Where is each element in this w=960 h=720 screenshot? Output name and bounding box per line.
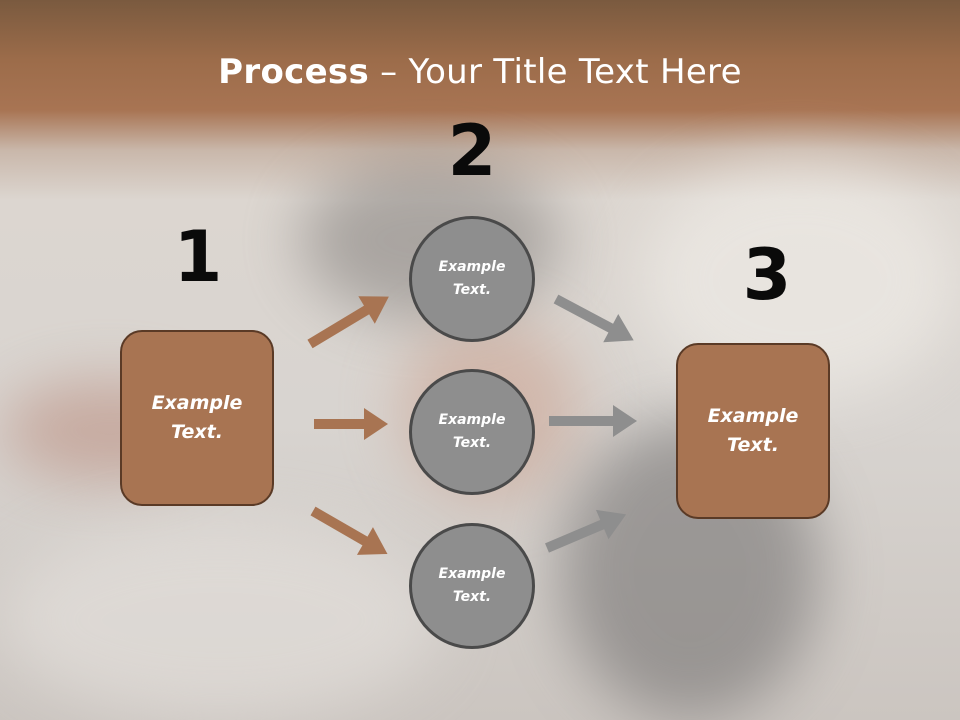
process-circle-bottom[interactable]: Example Text. [409, 523, 535, 649]
process-circle-top[interactable]: Example Text. [409, 216, 535, 342]
arrow-right-icon [549, 405, 637, 437]
arrow-right-icon [314, 408, 388, 440]
title-bold: Process [218, 52, 370, 92]
arrow-right-icon [553, 294, 634, 343]
arrow-right-icon [310, 506, 388, 555]
process-circle-bottom-text: Example Text. [438, 566, 506, 605]
step-number-2: 2 [447, 110, 497, 192]
process-box-right-text: Example Text. [707, 405, 799, 456]
slide-title: Process – Your Title Text Here [0, 52, 960, 92]
arrow-right-icon [545, 509, 627, 553]
process-box-right[interactable]: Example Text. [676, 343, 830, 519]
step-number-1: 1 [173, 216, 223, 298]
title-rest: – Your Title Text Here [369, 52, 742, 92]
arrow-right-icon [307, 296, 389, 349]
process-circle-middle[interactable]: Example Text. [409, 369, 535, 495]
process-box-left-text: Example Text. [151, 392, 243, 443]
process-box-left[interactable]: Example Text. [120, 330, 274, 506]
step-number-3: 3 [742, 234, 792, 316]
process-circle-top-text: Example Text. [438, 259, 506, 298]
process-circle-middle-text: Example Text. [438, 412, 506, 451]
